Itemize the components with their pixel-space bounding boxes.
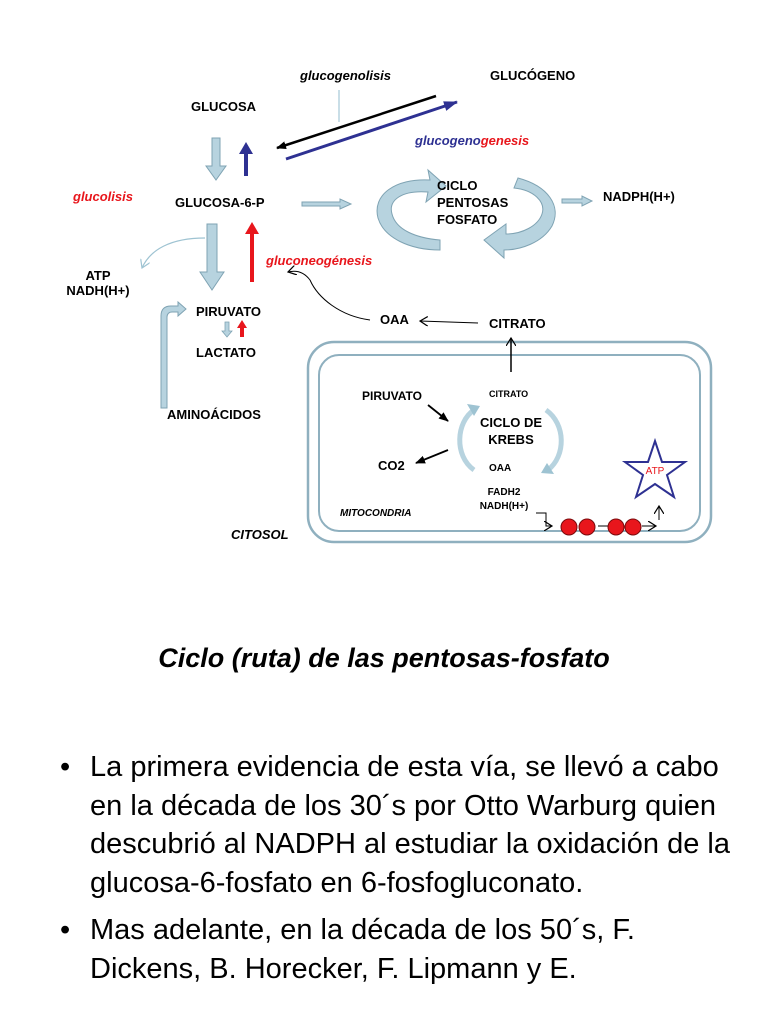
gluconeogenesis-arrow — [245, 222, 259, 282]
piruvato-krebs-arrow — [427, 404, 449, 422]
glucolisis-down-arrow — [199, 223, 225, 291]
label-mito-citrato: CITRATO — [489, 389, 529, 399]
glucogenolisis-arrow — [276, 94, 437, 150]
label-ciclo-pentosas-line: FOSFATO — [437, 212, 498, 227]
krebs-right-arc — [544, 407, 564, 472]
nadph-arrow — [561, 195, 594, 207]
label-citrato: CITRATO — [489, 316, 546, 331]
label-glucogenogenesis-prefix: glucogeno — [415, 133, 481, 148]
label-glucogenogenesis-suffix: genesis — [480, 133, 530, 148]
bullet-item: La primera evidencia de esta vía, se lle… — [56, 748, 736, 902]
label-glucolisis: glucolisis — [73, 189, 133, 204]
label-nadh: NADH(H+) — [66, 283, 130, 298]
label-nadph: NADPH(H+) — [603, 189, 675, 204]
label-glucogeno: GLUCÓGENO — [490, 68, 576, 83]
krebs-left-arc-head — [467, 404, 480, 416]
label-atp: ATP — [85, 268, 111, 283]
complex-dot — [560, 518, 578, 536]
label-glucosa-6-p: GLUCOSA-6-P — [175, 195, 265, 210]
label-lactato: LACTATO — [196, 345, 256, 360]
oaa-curve-arrow — [288, 271, 371, 321]
complex-dot — [578, 518, 596, 536]
label-mito-piruvato: PIRUVATO — [362, 389, 423, 403]
label-krebs-line: CICLO DE — [479, 415, 543, 430]
co2-arrow — [415, 449, 449, 464]
krebs-right-arc-head — [541, 463, 554, 474]
label-atp-nadh: ATP NADH(H+) — [58, 268, 138, 298]
glucosa-down-arrow — [205, 137, 227, 181]
label-mitocondria: MITOCONDRIA — [340, 508, 412, 519]
bullet-list: La primera evidencia de esta vía, se lle… — [56, 748, 736, 997]
complex-dot — [624, 518, 642, 536]
pentosas-cycle-left-arrow — [376, 168, 447, 251]
bullet-item: Mas adelante, en la década de los 50´s, … — [56, 911, 736, 988]
pentosas-entry-arrow — [301, 198, 353, 210]
glucogenogenesis-arrow — [285, 100, 458, 161]
label-co2: CO2 — [378, 458, 405, 473]
electron-transport-line — [536, 512, 552, 526]
citrato-oaa-arrow — [420, 321, 479, 323]
label-ciclo-pentosas-line: CICLO — [437, 178, 478, 193]
aminoacidos-arrow — [160, 300, 187, 409]
atp-curve — [142, 237, 206, 268]
mitochondria-inner-membrane — [318, 354, 701, 532]
label-gluconeogenesis: gluconeogénesis — [266, 253, 373, 268]
label-fadh2-nadh: FADH2 NADH(H+) — [470, 486, 538, 514]
slide-heading: Ciclo (ruta) de las pentosas-fosfato — [158, 643, 610, 673]
label-ciclo-pentosas-line: PENTOSAS — [437, 195, 509, 210]
pentosas-cycle-right-arrow — [483, 177, 556, 260]
label-citosol: CITOSOL — [231, 527, 289, 542]
label-piruvato: PIRUVATO — [196, 304, 262, 319]
label-krebs: CICLO DE KREBS — [468, 414, 554, 448]
label-mito-oaa: OAA — [489, 463, 512, 474]
glucosa-up-arrow — [239, 142, 253, 176]
label-mito-nadh: NADH(H+) — [479, 501, 529, 512]
label-aminoacidos: AMINOÁCIDOS — [167, 407, 261, 422]
atp-star-icon — [621, 437, 689, 500]
lactato-down-arrow — [221, 321, 233, 338]
label-glucogenolisis: glucogenolisis — [300, 68, 392, 83]
metabolism-diagram — [0, 90, 713, 544]
label-atp-star: ATP — [645, 466, 665, 477]
complex-dot — [607, 518, 625, 536]
lactato-up-arrow — [237, 320, 247, 337]
label-krebs-line: KREBS — [488, 432, 534, 447]
label-glucogenogenesis: glucogenogenesis — [415, 133, 529, 149]
label-fadh2: FADH2 — [487, 487, 521, 498]
label-glucosa: GLUCOSA — [191, 99, 256, 114]
label-oaa: OAA — [380, 312, 409, 327]
label-ciclo-pentosas: CICLO PENTOSAS FOSFATO — [437, 177, 508, 228]
krebs-left-arc — [457, 407, 476, 473]
